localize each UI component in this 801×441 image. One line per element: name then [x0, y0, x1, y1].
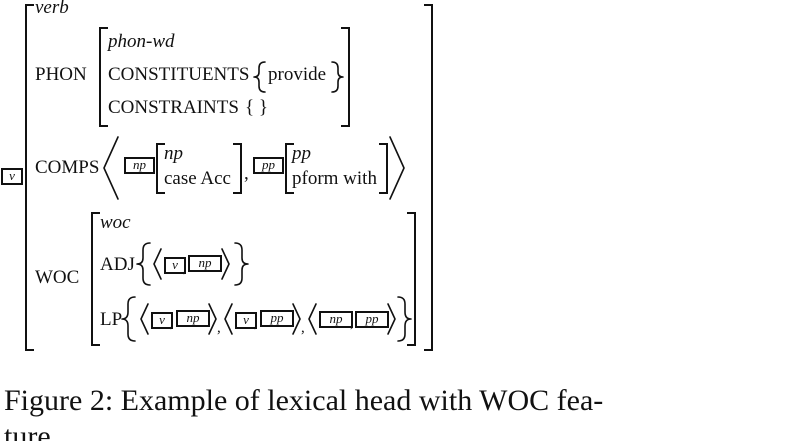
adj-tag-np: np [188, 255, 222, 272]
comps-pp-tag: pp [253, 157, 284, 174]
comps-separator: , [244, 163, 249, 184]
lp-pair2-right-angle [292, 303, 301, 335]
caption-clip: Figure 2: Example of lexical head with W… [0, 383, 801, 441]
adj-label: ADJ [100, 254, 135, 275]
lp-pair1-right-angle [208, 303, 217, 335]
comps-np-tag: np [124, 157, 155, 174]
pp-pform: pform with [292, 168, 377, 189]
lp-pair3-comma: , [350, 315, 354, 331]
lp-pair3-tag1: np [319, 311, 353, 328]
adj-left-brace [136, 242, 151, 286]
figure-caption: Figure 2: Example of lexical head with W… [4, 383, 644, 441]
adj-right-brace [234, 242, 249, 286]
pp-left-bracket [285, 143, 294, 194]
woc-label: WOC [35, 267, 80, 288]
caption-line-2: ture. [4, 420, 59, 441]
comps-label: COMPS [35, 157, 100, 178]
lp-pair1-comma: , [170, 315, 174, 331]
lp-pair1-left-angle [140, 303, 149, 335]
constituents-value: provide [268, 64, 327, 85]
constituents-right-brace [331, 61, 344, 93]
lp-pair3-tag2: pp [355, 311, 389, 328]
np-type: np [164, 143, 183, 164]
adj-right-angle [221, 248, 230, 280]
lp-pair2-tag2: pp [260, 310, 294, 327]
comps-right-angle [389, 136, 405, 200]
lp-list-comma-1: , [217, 320, 221, 336]
np-right-bracket [233, 143, 242, 194]
constraints-value: { } [245, 97, 268, 118]
lp-pair2-tag1: v [235, 312, 257, 329]
lp-right-brace [397, 296, 412, 342]
pp-right-bracket [379, 143, 388, 194]
phon-left-bracket [99, 27, 108, 127]
constituents-left-brace [253, 61, 266, 93]
type-verb: verb [35, 0, 69, 18]
pp-type: pp [292, 143, 311, 164]
adj-comma: , [183, 260, 187, 276]
lp-pair3-right-angle [387, 303, 396, 335]
lp-left-brace [121, 296, 136, 342]
adj-left-angle [153, 248, 162, 280]
woc-right-bracket [407, 212, 416, 346]
constituents-label: CONSTITUENTS [108, 64, 250, 85]
adj-tag-v: v [164, 257, 186, 274]
outer-right-bracket [424, 4, 433, 351]
woc-left-bracket [91, 212, 100, 346]
phon-right-bracket [341, 27, 350, 127]
lp-pair1-tag2: np [176, 310, 210, 327]
lp-list-comma-2: , [301, 320, 305, 336]
phon-label: PHON [35, 64, 87, 85]
np-left-bracket [156, 143, 165, 194]
lp-pair2-left-angle [224, 303, 233, 335]
constraints-label: CONSTRAINTS [108, 97, 239, 118]
lp-label: LP [100, 309, 123, 330]
outer-left-bracket [25, 4, 34, 351]
lp-pair3-left-angle [308, 303, 317, 335]
comps-left-angle [103, 136, 119, 200]
lp-pair2-comma: , [254, 315, 258, 331]
woc-type: woc [100, 212, 131, 233]
caption-line-1: Figure 2: Example of lexical head with W… [4, 384, 604, 417]
np-case: case Acc [164, 168, 231, 189]
lp-pair1-tag1: v [151, 312, 173, 329]
phon-type: phon-wd [108, 31, 175, 52]
head-tag-box: v [1, 168, 23, 185]
